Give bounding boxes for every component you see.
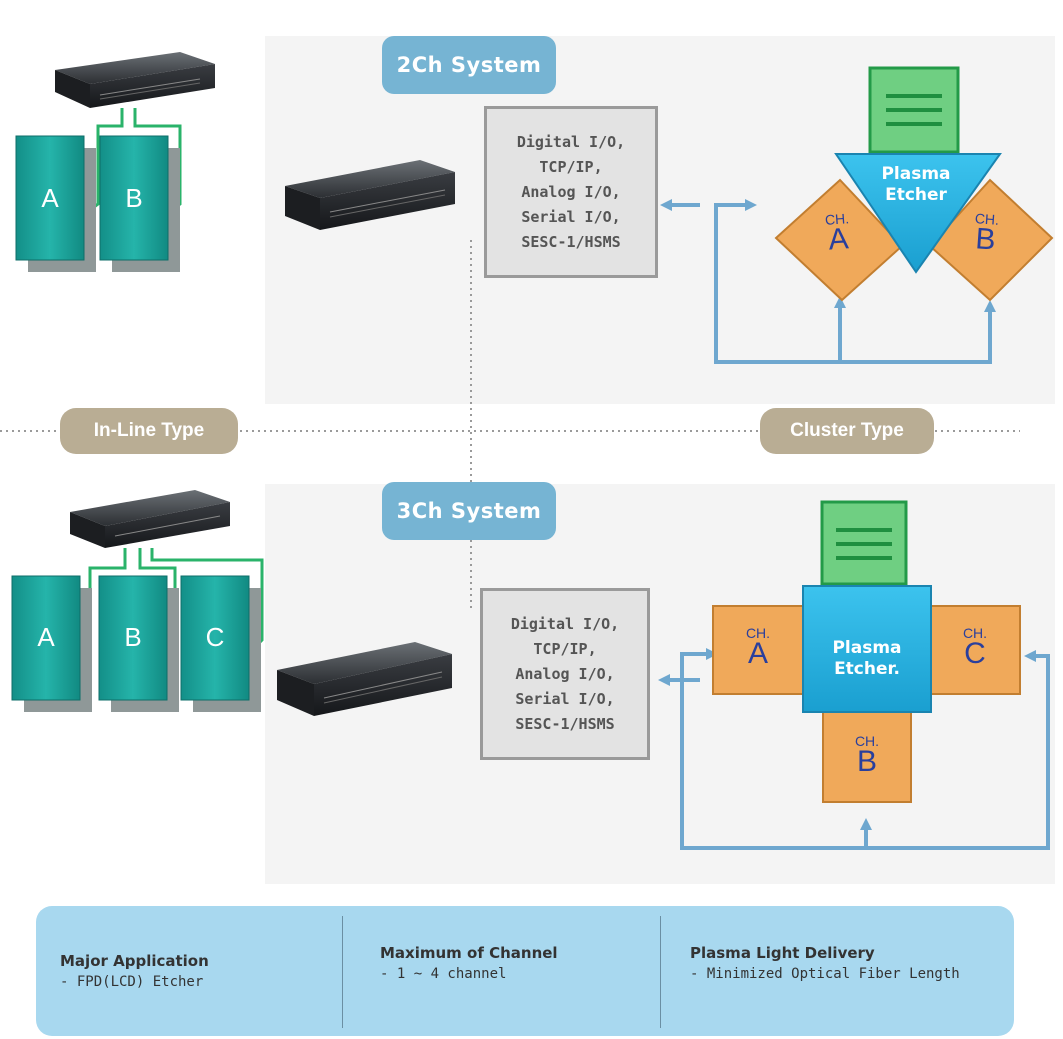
inline-bay-b-label: B (124, 622, 142, 652)
info-plasma-light-delivery: Plasma Light Delivery - Minimized Optica… (690, 944, 960, 982)
system-title-3ch: 3Ch System (382, 482, 556, 540)
io-line: Analog I/O, (515, 664, 615, 683)
io-interface-box: Digital I/O, TCP/IP, Analog I/O, Serial … (484, 106, 658, 278)
inline-bay-a (11, 575, 81, 701)
inline-bay-b (98, 575, 168, 701)
chamber-a-label: CH. A (824, 210, 850, 257)
chamber-c-label: CH. C (962, 625, 988, 670)
controller-screen-icon (868, 66, 960, 154)
signal-line (714, 203, 992, 364)
chamber-b (822, 711, 912, 803)
chamber-b (928, 178, 1054, 302)
io-interface-box: Digital I/O, TCP/IP, Analog I/O, Serial … (480, 588, 650, 760)
inline-bay-b (99, 135, 169, 261)
info-major-application: Major Application - FPD(LCD) Etcher (60, 952, 209, 990)
plasma-etcher-label: Plasma Etcher. (832, 638, 902, 679)
cluster-type-label: Cluster Type (760, 408, 934, 454)
io-line: SESC-1/HSMS (515, 714, 615, 733)
io-line: Digital I/O, (516, 132, 626, 151)
inline-bay-b-label: B (125, 183, 143, 213)
io-line: Analog I/O, (521, 182, 621, 201)
plasma-etcher (834, 153, 1002, 274)
controller-icon (55, 52, 215, 108)
inline-bay-c (180, 575, 250, 701)
io-line: Serial I/O, (521, 207, 621, 226)
io-line: SESC-1/HSMS (521, 232, 621, 251)
info-max-channel: Maximum of Channel - 1 ~ 4 channel (380, 944, 558, 982)
plasma-etcher (802, 585, 932, 713)
system-title-2ch: 2Ch System (382, 36, 556, 94)
io-line: Digital I/O, (510, 614, 620, 633)
inline-type-label: In-Line Type (60, 408, 238, 454)
chamber-b-label: CH. B (974, 210, 1000, 257)
inline-bay-c-label: C (205, 622, 225, 652)
chamber-a (712, 605, 804, 695)
chamber-b-label: CH. B (854, 733, 880, 778)
inline-bay-a-label: A (41, 183, 59, 213)
controller-icon (70, 490, 230, 548)
server-rack-icon (277, 642, 452, 716)
inline-bay-a (15, 135, 85, 261)
inline-bay-a-label: A (37, 622, 55, 652)
info-banner: Major Application - FPD(LCD) Etcher Maxi… (36, 906, 1014, 1036)
chamber-a-label: CH. A (745, 625, 771, 670)
info-separator (342, 916, 343, 1028)
io-line: TCP/IP, (539, 157, 603, 176)
info-separator (660, 916, 661, 1028)
io-line: Serial I/O, (515, 689, 615, 708)
server-rack-icon (285, 160, 455, 230)
io-line: TCP/IP, (533, 639, 597, 658)
plasma-etcher-label: Plasma Etcher (881, 164, 951, 205)
